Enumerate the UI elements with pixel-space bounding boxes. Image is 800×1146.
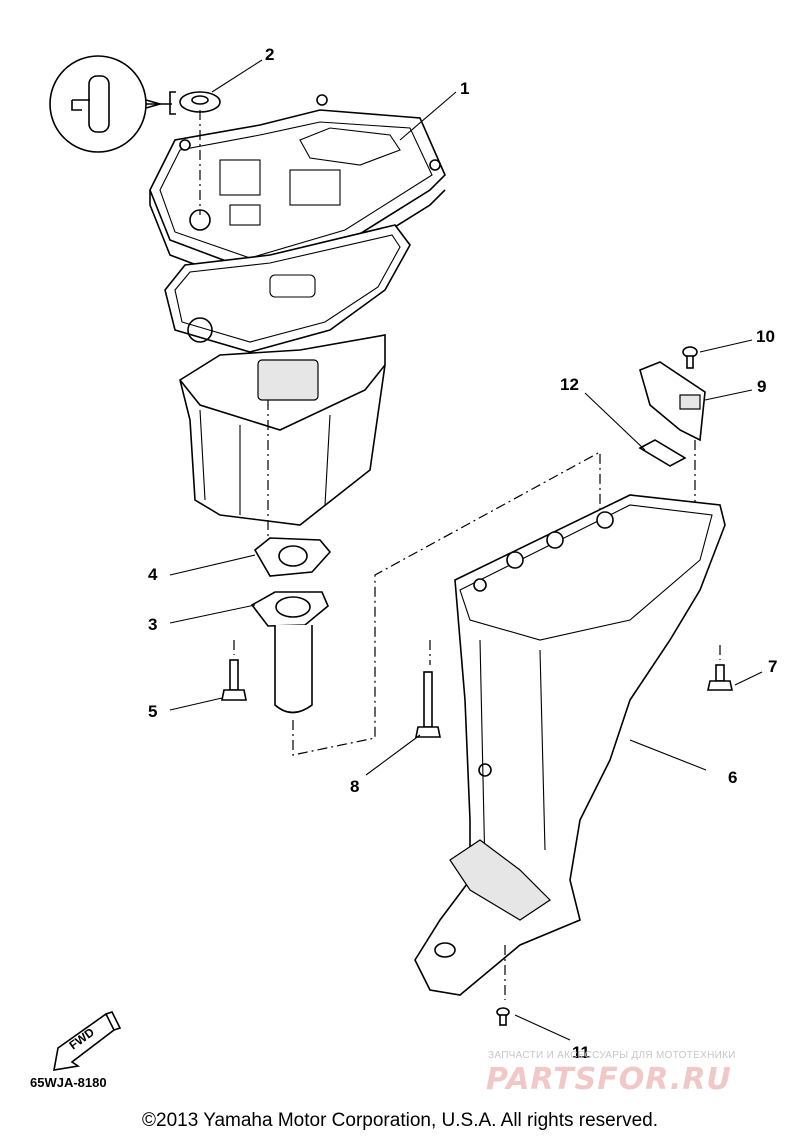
watermark-logo: PARTSFOR.RU xyxy=(486,1062,732,1097)
fwd-arrow-icon: FWD xyxy=(53,1011,122,1071)
callout-5: 5 xyxy=(148,702,157,721)
callout-12: 12 xyxy=(560,375,579,394)
part-10-screw xyxy=(682,346,698,369)
part-3-exhaust-pipe xyxy=(250,591,329,714)
part-5-bolt xyxy=(221,640,247,701)
part-1-upper-case-cover xyxy=(149,94,446,286)
diagram-code: 65WJA-8180 xyxy=(30,1075,107,1090)
part-12-damper xyxy=(638,439,687,467)
part-4-gasket xyxy=(253,537,332,577)
callout-8: 8 xyxy=(350,777,359,796)
callout-2: 2 xyxy=(265,45,274,64)
watermark-tagline: ЗАПЧАСТИ И АКСЕССУАРЫ ДЛЯ МОТОТЕХНИКИ xyxy=(488,1050,736,1061)
upper-gasket xyxy=(164,224,411,353)
callout-4: 4 xyxy=(148,565,158,584)
part-9-bracket xyxy=(639,361,706,442)
copyright-notice: ©2013 Yamaha Motor Corporation, U.S.A. A… xyxy=(142,1110,658,1131)
oil-pan xyxy=(179,334,386,540)
callout-7: 7 xyxy=(768,657,777,676)
part-8-bolt xyxy=(415,671,441,738)
leader-lines xyxy=(169,59,763,1041)
part-6-upper-casing xyxy=(414,494,726,1000)
part-2-grommet xyxy=(179,91,221,113)
part-7-bolt xyxy=(707,664,733,691)
callout-10: 10 xyxy=(756,327,775,346)
detail-inset xyxy=(49,55,176,153)
callout-6: 6 xyxy=(728,768,737,787)
part-11-screw xyxy=(496,1007,510,1026)
callout-3: 3 xyxy=(148,615,157,634)
callout-9: 9 xyxy=(757,377,766,396)
callout-11: 11 xyxy=(572,1043,590,1062)
callout-1: 1 xyxy=(460,79,469,98)
